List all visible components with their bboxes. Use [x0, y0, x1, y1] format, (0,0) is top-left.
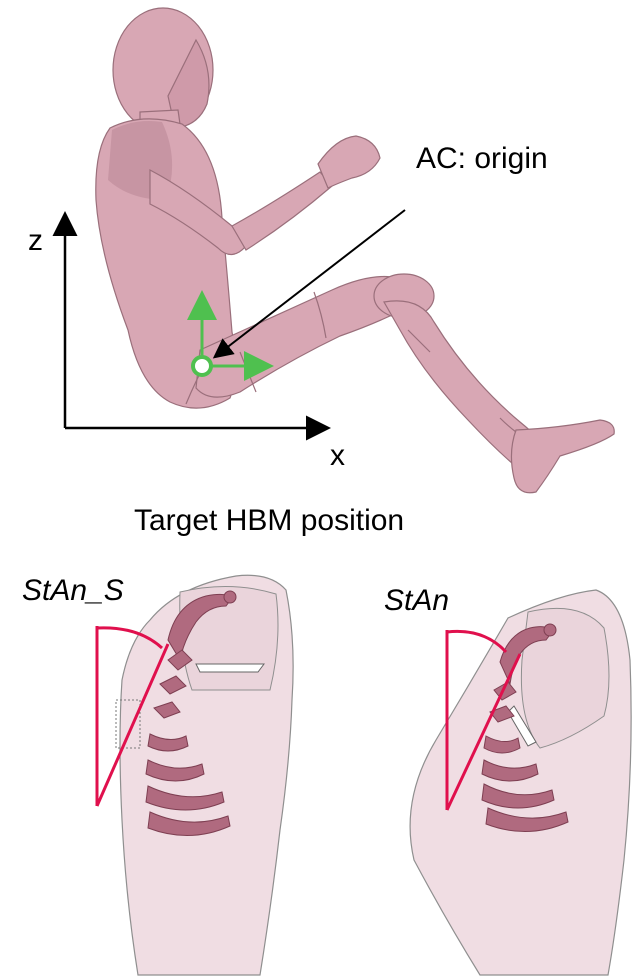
stan-s-label: StAn_S [22, 574, 124, 607]
hbm-forearm [232, 172, 332, 250]
hbm-foot [511, 420, 614, 493]
torso-stan [410, 590, 631, 975]
origin-label: AC: origin [416, 142, 548, 175]
stan-label: StAn [384, 584, 449, 617]
figure-caption: Target HBM position [134, 504, 404, 537]
hbm-hand [318, 136, 380, 188]
origin-ring [193, 357, 211, 375]
torso-stan-s-cut [196, 664, 264, 672]
z-axis-label: z [28, 224, 43, 257]
hbm-body [96, 8, 614, 493]
torso-stan-s [97, 575, 293, 975]
x-axis-label: x [330, 439, 345, 472]
